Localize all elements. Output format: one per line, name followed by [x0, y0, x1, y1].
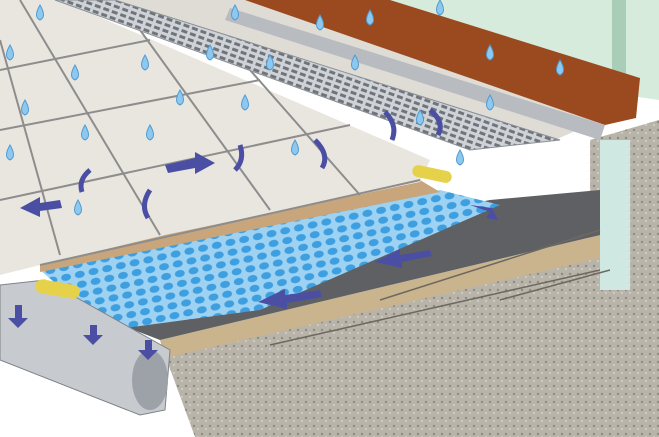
- arrow-icon: [8, 305, 28, 328]
- arrow-icon: [83, 325, 103, 345]
- mortar-bed: [40, 180, 440, 272]
- curved-arrows: [78, 108, 443, 220]
- droplet-icon: [6, 144, 14, 161]
- arrow-icon: [470, 205, 498, 220]
- sill-flashing: [225, 8, 605, 140]
- droplet-icon: [556, 59, 564, 76]
- wood-sill: [245, 0, 640, 125]
- droplet-icon: [486, 44, 494, 61]
- droplet-icon: [231, 4, 239, 21]
- droplet-icon: [81, 124, 89, 141]
- droplet-icon: [436, 0, 444, 16]
- arrow-icon: [20, 197, 62, 217]
- droplet-icon: [206, 44, 214, 61]
- drainage-mat: [40, 190, 500, 330]
- droplet-icon: [176, 89, 184, 106]
- rain-droplets: [6, 0, 564, 216]
- arrow-icon: [375, 249, 432, 268]
- droplet-icon: [36, 4, 44, 21]
- droplet-icon: [486, 94, 494, 111]
- gutter-end: [132, 350, 168, 410]
- arrow-icon: [258, 289, 322, 309]
- water-flow-arrows: [8, 152, 498, 360]
- droplet-icon: [351, 54, 359, 71]
- profile-rod-right: [412, 165, 452, 183]
- arrow-icon: [165, 152, 215, 174]
- droplet-icon: [21, 99, 29, 116]
- tile-joints: [0, 0, 421, 266]
- reinforcement-bars: [269, 229, 611, 346]
- droplet-icon: [146, 124, 154, 141]
- droplet-icon: [6, 44, 14, 61]
- droplet-icon: [141, 54, 149, 71]
- droplet-icon: [291, 139, 299, 156]
- arrow-icon: [138, 340, 158, 360]
- profile-rod-left: [35, 279, 80, 299]
- droplet-icon: [266, 54, 274, 71]
- droplet-icon: [366, 9, 374, 26]
- droplet-icon: [71, 64, 79, 81]
- droplet-icon: [74, 199, 82, 216]
- tile-surface: [0, 0, 430, 275]
- droplet-icon: [456, 149, 464, 166]
- droplet-icon: [241, 94, 249, 111]
- droplet-icon: [416, 109, 424, 126]
- insulation: [600, 140, 630, 290]
- droplet-icon: [316, 14, 324, 31]
- concrete-slab: [165, 255, 600, 437]
